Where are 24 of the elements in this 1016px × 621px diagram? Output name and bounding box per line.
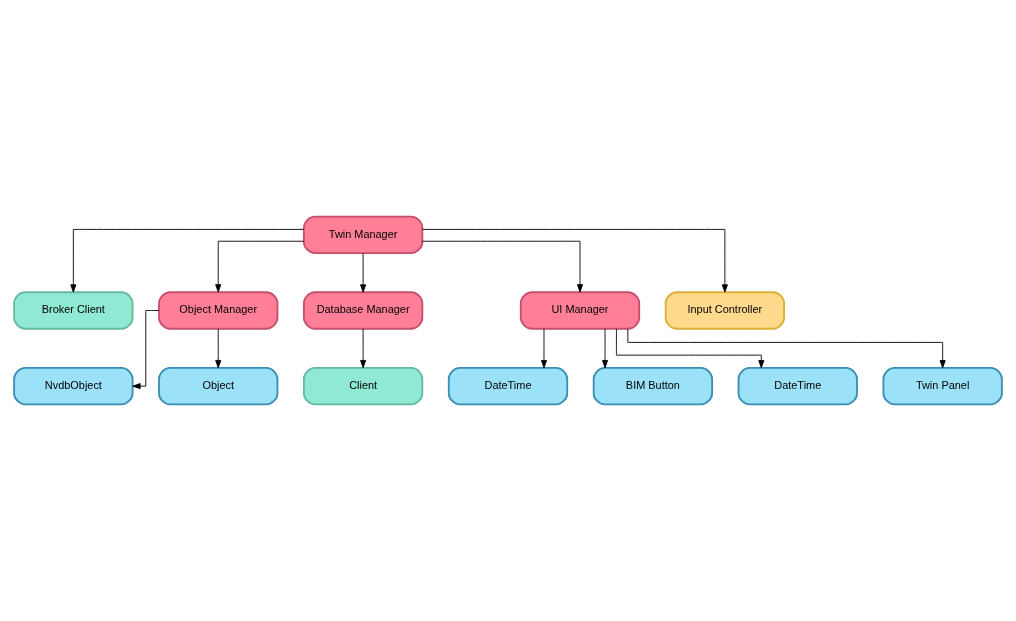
node-box: Database Manager xyxy=(302,291,424,330)
node-box: DateTime xyxy=(447,367,569,406)
node-box: NvdbObject xyxy=(13,367,134,406)
node-box: BIM Button xyxy=(592,367,713,406)
arrow xyxy=(421,240,583,293)
arrow xyxy=(70,228,305,293)
node-box: Object xyxy=(158,367,279,406)
arrow xyxy=(360,328,367,369)
node-box: UI Manager xyxy=(519,291,641,330)
arrow xyxy=(541,328,547,369)
node-box: Twin Manager xyxy=(302,215,424,254)
node-box: Broker Client xyxy=(13,291,134,330)
arrow xyxy=(422,228,728,293)
node-box: Object Manager xyxy=(158,291,279,330)
arrow xyxy=(615,328,765,369)
arrow xyxy=(602,328,609,369)
arrow xyxy=(215,328,222,369)
arrow xyxy=(215,240,305,293)
node-box: Twin Panel xyxy=(882,367,1003,406)
node-box: Input Controller xyxy=(664,291,785,330)
node-box: Client xyxy=(302,367,424,406)
arrow xyxy=(627,328,946,369)
node-box: DateTime xyxy=(737,367,858,406)
arrow xyxy=(360,252,367,293)
